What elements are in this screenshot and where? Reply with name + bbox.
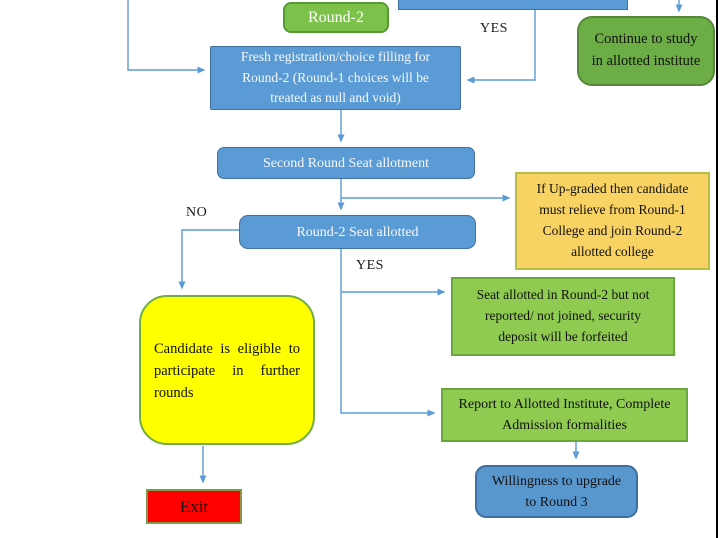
- node-round2-seat-allotted: Round-2 Seat allotted: [239, 215, 476, 249]
- node-upgraded-relieve: If Up-graded then candidate must relieve…: [515, 172, 710, 270]
- node-fresh-registration: Fresh registration/choice filling for Ro…: [210, 46, 461, 110]
- node-willingness-round3: Willingness to upgrade to Round 3: [475, 465, 638, 518]
- node-previous-step-partial: [398, 0, 628, 10]
- node-continue-study: Continue to study in allotted institute: [577, 16, 715, 86]
- connector-no-branch: [178, 229, 239, 290]
- node-not-reported-forfeit: Seat allotted in Round-2 but not reporte…: [451, 277, 675, 356]
- node-report-institute: Report to Allotted Institute, Complete A…: [441, 388, 688, 442]
- edge-label-no: NO: [186, 205, 208, 220]
- node-second-round-allotment: Second Round Seat allotment: [217, 147, 475, 179]
- node-round2-title: Round-2: [283, 2, 389, 33]
- page-border-line: [716, 0, 718, 538]
- edge-label-yes-mid: YES: [356, 258, 384, 273]
- node-exit: Exit: [146, 489, 242, 524]
- edge-label-yes-top: YES: [480, 21, 508, 36]
- connector-yes-top: [466, 9, 536, 84]
- node-eligible-further-rounds: Candidate is eligible to participate in …: [139, 295, 315, 445]
- connector-yes-main: [340, 249, 436, 417]
- connector-entry-left: [127, 0, 206, 74]
